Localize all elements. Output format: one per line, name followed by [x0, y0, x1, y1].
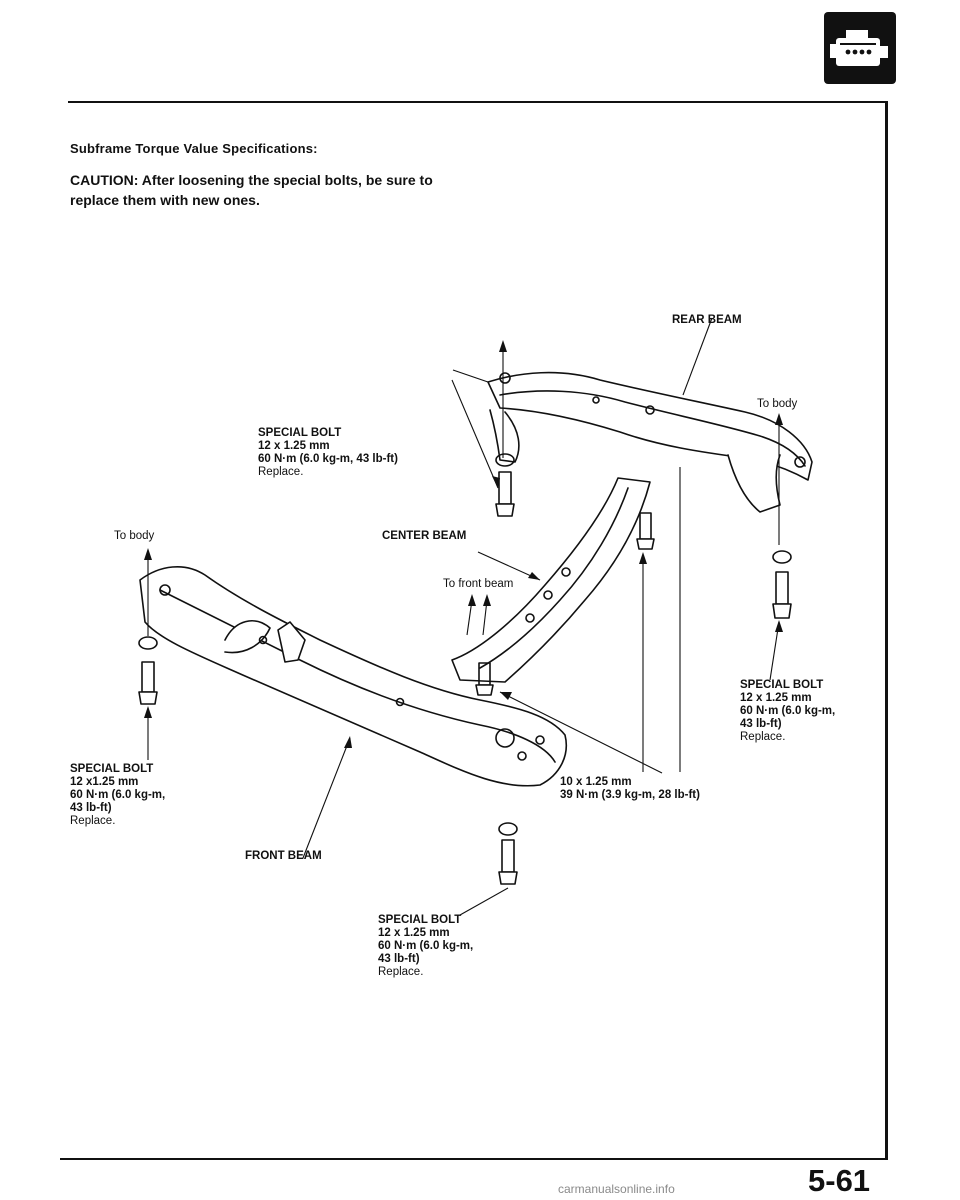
caution-text: CAUTION: After loosening the special bol…: [70, 170, 433, 210]
page-number: 5-61: [808, 1163, 871, 1198]
bottom-rule: [60, 1158, 888, 1160]
callout-note: Replace.: [70, 815, 116, 827]
bolt-hardware: [138, 453, 792, 885]
callout-size: 12 x1.25 mm: [70, 776, 139, 788]
front-beam-drawing: [139, 565, 567, 787]
caution-line-1: CAUTION: After loosening the special bol…: [70, 172, 433, 188]
top-rule: [68, 101, 886, 103]
callout-torque: 60 N·m (6.0 kg-m, 43 lb-ft): [258, 453, 398, 465]
footer-watermark: carmanualsonline.info: [558, 1182, 675, 1196]
right-rule: [885, 101, 888, 1160]
callout-torque-line-2: 43 lb-ft): [378, 953, 420, 965]
center-beam-label: CENTER BEAM: [382, 530, 467, 542]
callout-torque-line-2: 43 lb-ft): [70, 802, 112, 814]
to-body-left-label: To body: [114, 530, 155, 542]
to-front-beam-label: To front beam: [443, 578, 514, 590]
callout-torque: 39 N·m (3.9 kg-m, 28 lb-ft): [560, 789, 700, 801]
callout-title: SPECIAL BOLT: [378, 914, 462, 926]
callout-note: Replace.: [378, 966, 424, 978]
callout-size: 12 x 1.25 mm: [258, 440, 330, 452]
callout-title: SPECIAL BOLT: [740, 679, 824, 691]
rear-beam-drawing: [487, 371, 813, 513]
callout-title: SPECIAL BOLT: [70, 763, 154, 775]
callout-special-bolt-bottom: SPECIAL BOLT 12 x 1.25 mm 60 N·m (6.0 kg…: [378, 914, 473, 979]
callout-special-bolt-top: SPECIAL BOLT 12 x 1.25 mm 60 N·m (6.0 kg…: [258, 427, 398, 479]
rear-beam-label: REAR BEAM: [672, 314, 742, 326]
callout-special-bolt-left: SPECIAL BOLT 12 x1.25 mm 60 N·m (6.0 kg-…: [70, 763, 165, 828]
callout-torque-line-1: 60 N·m (6.0 kg-m,: [378, 940, 474, 952]
callout-size: 12 x 1.25 mm: [740, 692, 812, 704]
to-body-right-label: To body: [757, 398, 798, 410]
callout-title: SPECIAL BOLT: [258, 427, 342, 439]
front-beam-label: FRONT BEAM: [245, 850, 322, 862]
page-title: Subframe Torque Value Specifications:: [70, 141, 318, 156]
callout-special-bolt-right: SPECIAL BOLT 12 x 1.25 mm 60 N·m (6.0 kg…: [740, 679, 835, 744]
caution-line-2: replace them with new ones.: [70, 192, 260, 208]
callout-torque-line-1: 60 N·m (6.0 kg-m,: [740, 705, 836, 717]
callout-torque-line-1: 60 N·m (6.0 kg-m,: [70, 789, 166, 801]
callout-center-bolt: 10 x 1.25 mm 39 N·m (3.9 kg-m, 28 lb-ft): [560, 776, 700, 802]
callout-size: 12 x 1.25 mm: [378, 927, 450, 939]
callout-size: 10 x 1.25 mm: [560, 776, 632, 788]
engine-section-icon: [824, 12, 896, 84]
center-beam-drawing: [451, 477, 651, 683]
callout-note: Replace.: [740, 731, 786, 743]
callout-note: Replace.: [258, 466, 304, 478]
callout-torque-line-2: 43 lb-ft): [740, 718, 782, 730]
